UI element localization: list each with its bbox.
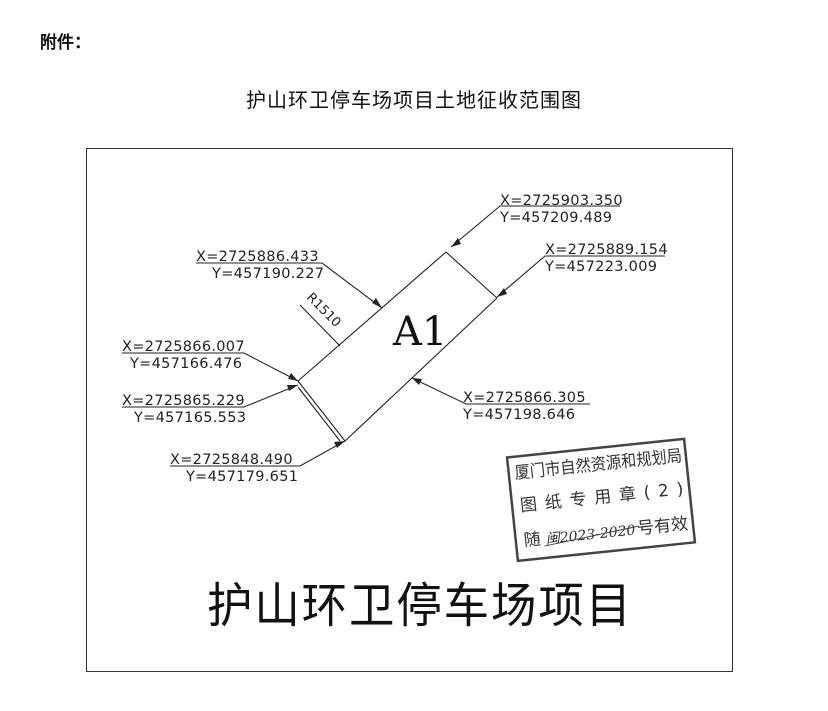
stamp-line-2: 图纸专用章(2) (519, 479, 684, 516)
leader-lines (122, 205, 665, 467)
stamp-line-3: 随 (523, 529, 542, 551)
coord-x-5: X=2725865.229 (122, 393, 245, 409)
coord-x-1: X=2725903.350 (500, 193, 623, 209)
stamp-line-1: 厦门市自然资源和规划局 (514, 446, 683, 483)
coord-x-2: X=2725889.154 (545, 242, 668, 258)
stamp-line-3-tail: 号有效 (636, 514, 689, 539)
stamp-signature: 闽2023-2020 (545, 523, 636, 548)
parcel-boundary (297, 251, 498, 442)
map-frame (86, 148, 733, 672)
coord-y-5: Y=457165.553 (133, 410, 246, 426)
coord-x-6: X=2725866.305 (463, 390, 586, 406)
coord-y-3: Y=457190.227 (211, 266, 324, 282)
radius-label: R1510 (303, 290, 343, 330)
official-stamp: 厦门市自然资源和规划局 图纸专用章(2) 随 闽2023-2020 号有效 (505, 437, 697, 563)
parcel-label: A1 (392, 309, 447, 355)
coord-y-4: Y=457166.476 (129, 356, 242, 372)
coord-y-7: Y=457179.651 (185, 469, 298, 485)
coord-x-7: X=2725848.490 (170, 452, 293, 468)
coord-y-6: Y=457198.646 (462, 407, 575, 423)
coord-y-1: Y=457209.489 (499, 210, 612, 226)
coord-y-2: Y=457223.009 (544, 259, 657, 275)
coord-x-4: X=2725866.007 (122, 339, 245, 355)
coord-x-3: X=2725886.433 (196, 249, 319, 265)
attachment-label: 附件： (40, 33, 91, 53)
project-name: 护山环卫停车场项目 (207, 578, 633, 634)
document-title: 护山环卫停车场项目土地征收范围图 (246, 88, 582, 112)
